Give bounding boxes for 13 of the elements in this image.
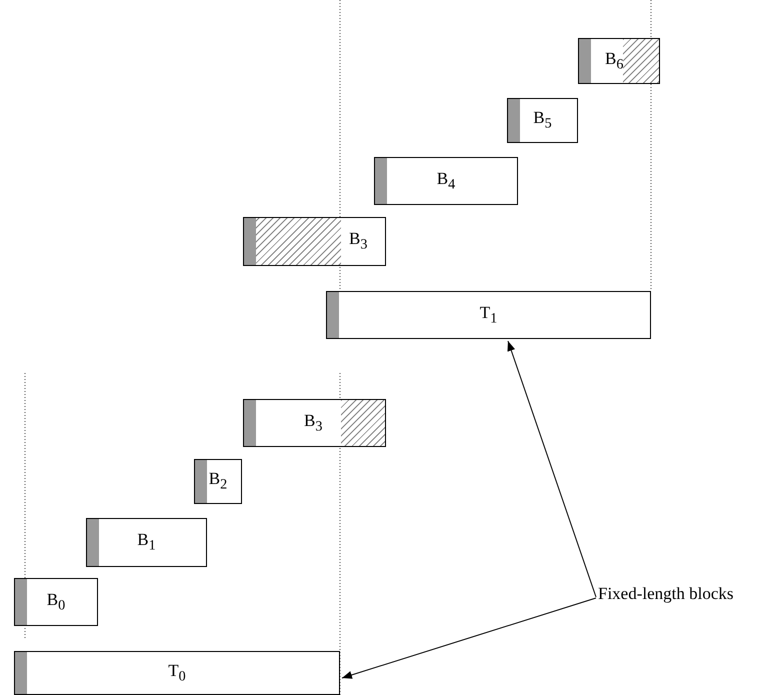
block-box: T$_{1}$ (326, 291, 651, 339)
block-box: B$_{1}$ (86, 518, 207, 567)
note-text: Fixed-length blocks (598, 584, 734, 604)
block-box: T$_{0}$ (14, 651, 340, 695)
block-box: B$_{5}$ (507, 98, 578, 143)
block-box: B$_{0}$ (14, 578, 98, 626)
block-box: B$_{3}$ (243, 217, 386, 266)
block-box: B$_{3}$ (243, 399, 386, 447)
block-box: B$_{4}$ (374, 157, 518, 205)
block-box: B$_{6}$ (578, 38, 660, 84)
block-box: B$_{2}$ (194, 459, 242, 504)
arrow (342, 598, 596, 679)
arrow (507, 340, 596, 598)
